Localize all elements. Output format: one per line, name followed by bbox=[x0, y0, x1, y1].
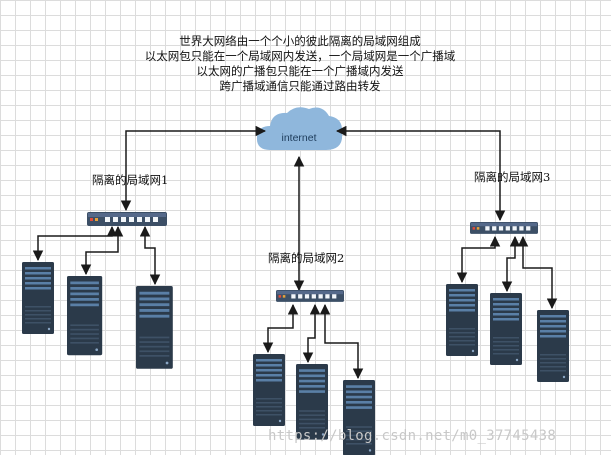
caption-line: 以太网的广播包只能在一个广播域内发送 bbox=[196, 64, 404, 78]
internet-label: internet bbox=[281, 132, 316, 144]
server-icon bbox=[253, 354, 285, 426]
server-icon bbox=[67, 276, 103, 356]
switch-icon bbox=[87, 212, 167, 226]
caption-line: 以太网包只能在一个局域网内发送，一个局域网是一个广播域 bbox=[144, 49, 456, 63]
link-lan1-server2 bbox=[80, 225, 124, 276]
links bbox=[32, 125, 558, 380]
link-lan3-server3 bbox=[517, 235, 558, 310]
link-lan1-server1 bbox=[32, 225, 118, 262]
server-icon bbox=[490, 293, 522, 365]
switch-icon bbox=[276, 290, 344, 302]
link-lan3-server2 bbox=[501, 235, 521, 293]
link-internet-lan1 bbox=[120, 125, 267, 212]
link-lan2-server1 bbox=[262, 303, 299, 354]
caption-line: 跨广播域通信只能通过路由转发 bbox=[219, 79, 381, 93]
caption-line: 世界大网络由一个个小的彼此隔离的局域网组成 bbox=[179, 34, 421, 48]
server-icon bbox=[537, 310, 569, 382]
link-lan2-server3 bbox=[319, 303, 364, 380]
link-lan2-server2 bbox=[302, 303, 321, 364]
link-lan1-server3 bbox=[139, 225, 161, 286]
switch-icon bbox=[470, 222, 538, 234]
diagram-caption: 世界大网络由一个个小的彼此隔离的局域网组成 以太网包只能在一个局域网内发送，一个… bbox=[140, 34, 460, 94]
server-icon bbox=[446, 284, 478, 356]
server-icon bbox=[22, 262, 54, 334]
cloud-icon: internet bbox=[256, 107, 343, 150]
watermark: https://blog.csdn.net/m0_37745438 bbox=[268, 428, 557, 444]
server-icon bbox=[136, 286, 173, 369]
lan2-label: 隔离的局域网2 bbox=[268, 251, 345, 265]
link-lan3-server1 bbox=[456, 235, 501, 284]
link-internet-lan3 bbox=[335, 125, 506, 222]
